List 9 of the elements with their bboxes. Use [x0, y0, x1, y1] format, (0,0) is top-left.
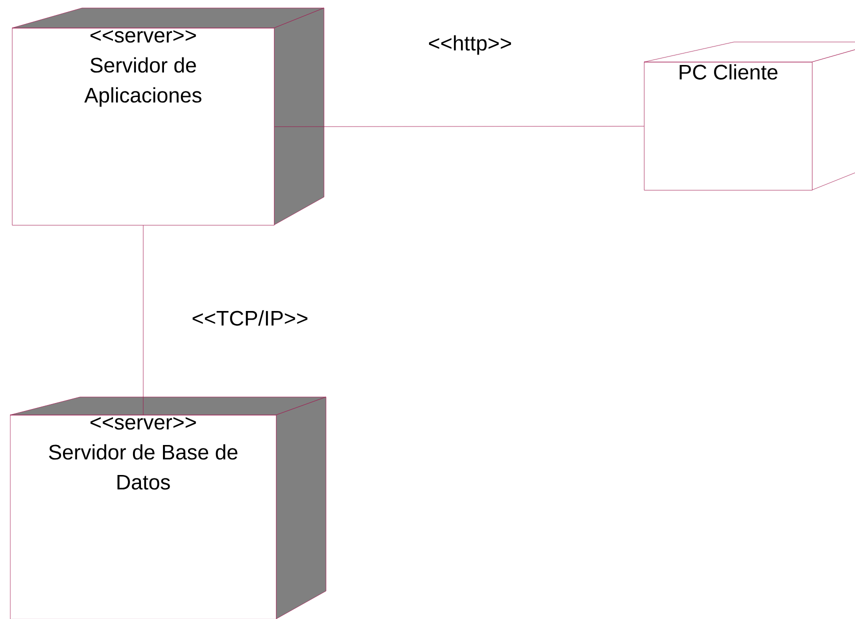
node-label: Servidor de Base de Datos — [49, 444, 238, 490]
edge-label: <<TCP/IP>> — [190, 309, 310, 327]
connector-line — [143, 225, 144, 416]
node-box: <<server>> Servidor de Base de Datos — [10, 396, 326, 619]
connector-line — [274, 126, 644, 127]
node-label: <<server>> — [90, 417, 196, 430]
edge-label: <<http>> — [426, 34, 514, 56]
node-box: <<server>> Servidor de Aplicaciones — [12, 8, 324, 226]
node-box: PC Cliente — [644, 42, 855, 190]
